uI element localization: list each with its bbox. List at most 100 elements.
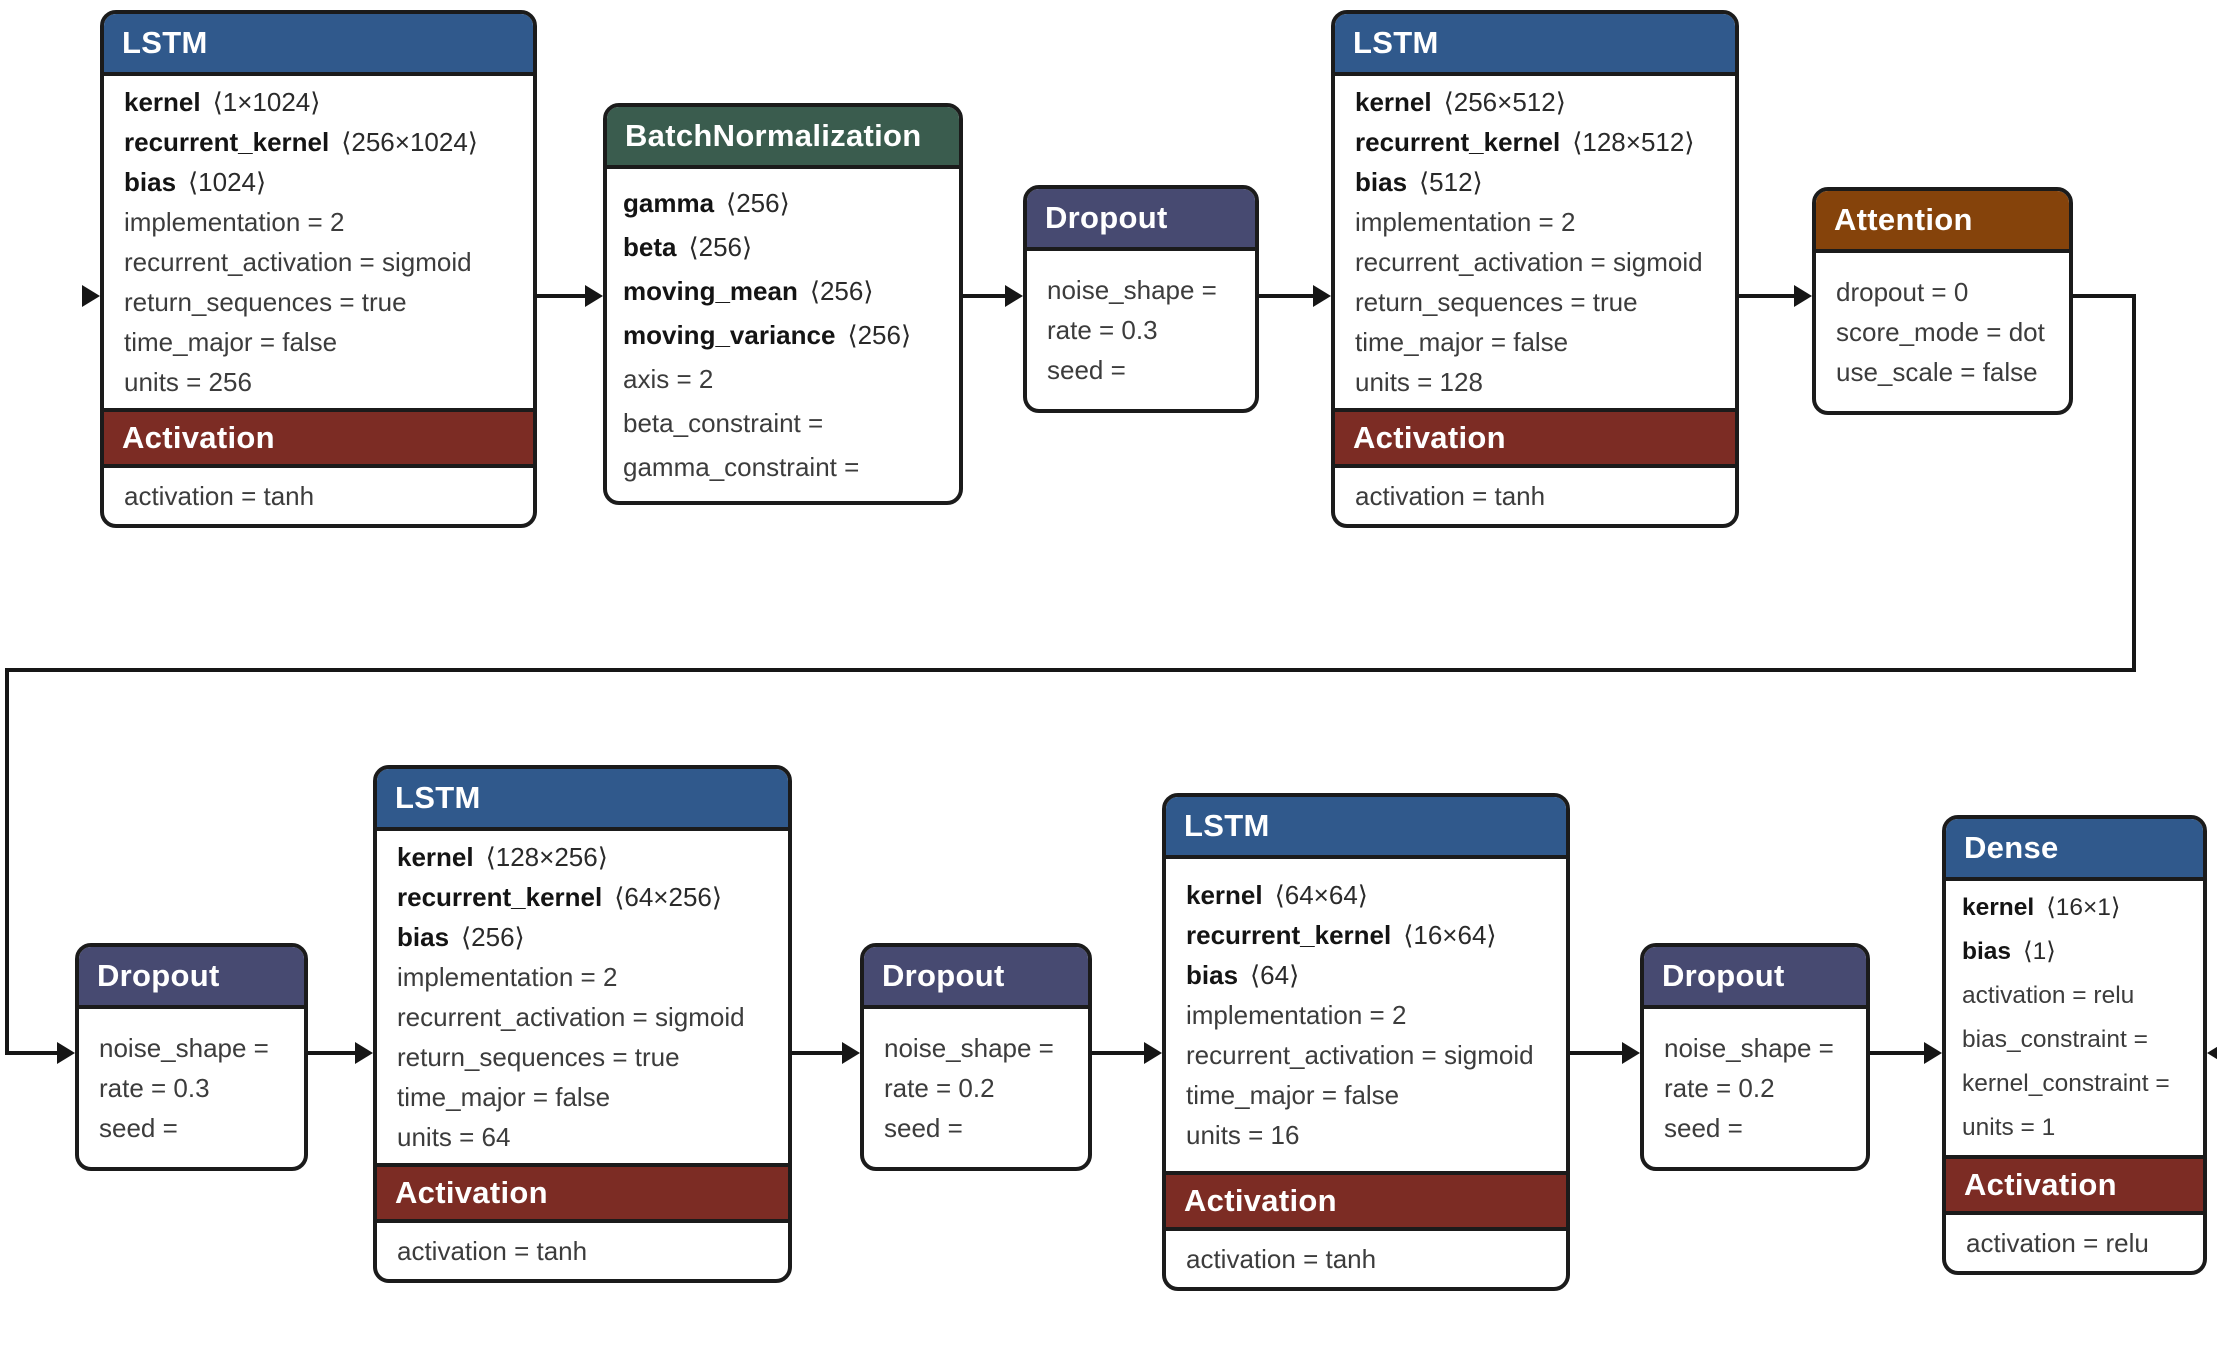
- layer-node-dropout-1: Dropout noise_shape = rate = 0.3 seed =: [1023, 185, 1259, 413]
- arrowhead-input-lstm-1: [82, 285, 100, 307]
- param-weight: beta⟨256⟩: [623, 225, 943, 269]
- param-weight: bias⟨64⟩: [1186, 955, 1546, 995]
- param-attr: implementation = 2: [124, 207, 345, 237]
- layer-params: kernel⟨16×1⟩ bias⟨1⟩ activation = relu b…: [1946, 881, 2203, 1155]
- layer-title: LSTM: [1166, 797, 1566, 859]
- param-attr: implementation = 2: [1186, 1000, 1407, 1030]
- activation-section-title: Activation: [104, 408, 533, 468]
- param-weight: recurrent_kernel⟨256×1024⟩: [124, 122, 513, 162]
- edge-wrap-right-v: [2132, 294, 2136, 672]
- arrowhead-dense: [1924, 1042, 1942, 1064]
- layer-title: BatchNormalization: [607, 107, 959, 169]
- edge-dropout4-dense: [1870, 1051, 1926, 1055]
- layer-title: LSTM: [1335, 14, 1735, 76]
- param-shape: ⟨16×64⟩: [1403, 920, 1497, 950]
- layer-node-lstm-1: LSTM kernel⟨1×1024⟩ recurrent_kernel⟨256…: [100, 10, 537, 528]
- activation-section-body: activation = tanh: [104, 468, 533, 524]
- edge-batchnorm-dropout1: [963, 294, 1007, 298]
- activation-section-title: Activation: [1166, 1171, 1566, 1231]
- param-attr: units = 1: [1962, 1114, 2056, 1141]
- activation-value: activation = tanh: [1355, 481, 1546, 511]
- layer-params: kernel⟨64×64⟩ recurrent_kernel⟨16×64⟩ bi…: [1166, 859, 1566, 1171]
- activation-section-title: Activation: [1946, 1155, 2203, 1215]
- edge-dropout1-lstm2: [1259, 294, 1315, 298]
- layer-node-batchnormalization: BatchNormalization gamma⟨256⟩ beta⟨256⟩ …: [603, 103, 963, 505]
- param-attr: units = 16: [1186, 1120, 1300, 1150]
- param-weight: kernel⟨128×256⟩: [397, 837, 768, 877]
- edge-dropout3-lstm4: [1092, 1051, 1146, 1055]
- layer-title: Dropout: [79, 947, 304, 1009]
- activation-section-title: Activation: [1335, 408, 1735, 468]
- arrowhead-lstm4: [1144, 1042, 1162, 1064]
- param-attr: noise_shape =: [1047, 275, 1217, 305]
- layer-node-dropout-3: Dropout noise_shape = rate = 0.2 seed =: [860, 943, 1092, 1171]
- param-weight: recurrent_kernel⟨64×256⟩: [397, 877, 768, 917]
- param-weight: bias⟨512⟩: [1355, 162, 1715, 202]
- edge-lstm3-dropout3: [792, 1051, 844, 1055]
- param-name: recurrent_kernel: [1186, 920, 1392, 950]
- layer-title: Dense: [1946, 819, 2203, 881]
- layer-node-lstm-3: LSTM kernel⟨128×256⟩ recurrent_kernel⟨64…: [373, 765, 792, 1283]
- edge-wrap-middle-h: [5, 668, 2136, 672]
- param-name: kernel: [1962, 894, 2035, 921]
- edge-lstm4-dropout4: [1570, 1051, 1624, 1055]
- param-shape: ⟨256×512⟩: [1443, 87, 1566, 117]
- param-shape: ⟨1×1024⟩: [212, 87, 321, 117]
- param-weight: kernel ⟨1×1024⟩: [124, 82, 513, 122]
- param-name: kernel: [124, 87, 201, 117]
- param-weight: moving_mean⟨256⟩: [623, 269, 943, 313]
- activation-section-body: activation = relu: [1946, 1215, 2203, 1271]
- arrowhead-attention: [1794, 285, 1812, 307]
- param-shape: ⟨256×1024⟩: [341, 127, 478, 157]
- param-attr: rate = 0.3: [1047, 315, 1158, 345]
- layer-title: Attention: [1816, 191, 2069, 253]
- param-attr: rate = 0.3: [99, 1073, 210, 1103]
- param-attr: bias_constraint =: [1962, 1026, 2148, 1053]
- edge-lstm1-batchnorm: [537, 294, 587, 298]
- layer-title: LSTM: [377, 769, 788, 831]
- activation-section-body: activation = tanh: [1335, 468, 1735, 524]
- param-shape: ⟨64×256⟩: [614, 882, 723, 912]
- param-attr: rate = 0.2: [1664, 1073, 1775, 1103]
- edge-lstm2-attention: [1739, 294, 1796, 298]
- edge-wrap-into-dropout2: [5, 1051, 59, 1055]
- layer-params: noise_shape = rate = 0.2 seed =: [1644, 1009, 1866, 1167]
- param-attr: recurrent_activation = sigmoid: [1186, 1040, 1534, 1070]
- arrowhead-dropout3: [842, 1042, 860, 1064]
- layer-title: Dropout: [864, 947, 1088, 1009]
- param-attr: noise_shape =: [884, 1033, 1054, 1063]
- param-attr: seed =: [884, 1113, 963, 1143]
- param-shape: ⟨1024⟩: [188, 167, 267, 197]
- param-shape: ⟨64×64⟩: [1274, 880, 1368, 910]
- arrowhead-lstm2: [1313, 285, 1331, 307]
- param-shape: ⟨512⟩: [1419, 167, 1483, 197]
- param-name: recurrent_kernel: [1355, 127, 1561, 157]
- param-shape: ⟨256⟩: [809, 276, 874, 306]
- param-attr: seed =: [1664, 1113, 1743, 1143]
- param-attr: noise_shape =: [99, 1033, 269, 1063]
- param-attr: gamma_constraint =: [623, 452, 860, 482]
- activation-section-body: activation = tanh: [377, 1223, 788, 1279]
- param-attr: score_mode = dot: [1836, 317, 2045, 347]
- param-attr: activation = relu: [1962, 982, 2135, 1009]
- param-attr: implementation = 2: [1355, 207, 1576, 237]
- layer-params: dropout = 0 score_mode = dot use_scale =…: [1816, 253, 2069, 411]
- param-attr: axis = 2: [623, 364, 714, 394]
- activation-value: activation = tanh: [1186, 1244, 1377, 1274]
- param-shape: ⟨64⟩: [1250, 960, 1300, 990]
- param-name: gamma: [623, 188, 715, 218]
- param-name: moving_variance: [623, 320, 836, 350]
- param-shape: ⟨128×256⟩: [485, 842, 608, 872]
- arrowhead-lstm3: [355, 1042, 373, 1064]
- edge-wrap-left-v: [5, 668, 9, 1055]
- activation-value: activation = tanh: [397, 1236, 588, 1266]
- param-weight: moving_variance⟨256⟩: [623, 313, 943, 357]
- param-name: bias: [1962, 938, 2012, 965]
- param-attr: recurrent_activation = sigmoid: [124, 247, 472, 277]
- param-attr: time_major = false: [1355, 327, 1569, 357]
- layer-params: noise_shape = rate = 0.3 seed =: [79, 1009, 304, 1167]
- param-shape: ⟨256⟩: [461, 922, 525, 952]
- param-name: kernel: [1355, 87, 1432, 117]
- param-attr: units = 256: [124, 367, 252, 397]
